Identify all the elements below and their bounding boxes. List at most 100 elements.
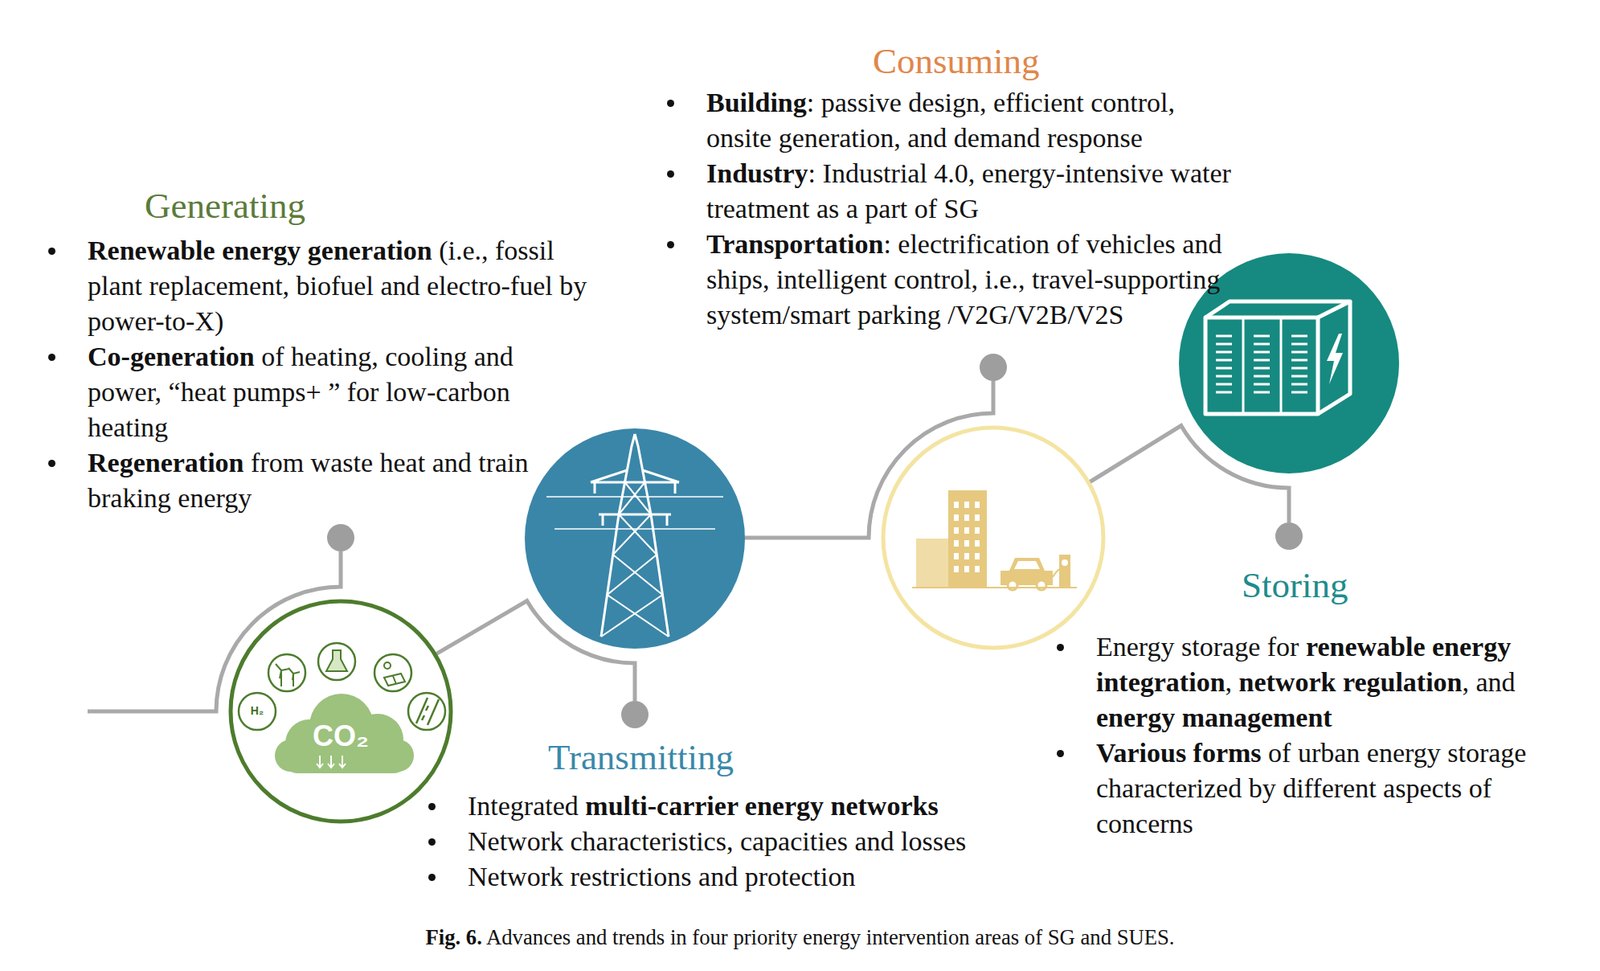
container-icon xyxy=(1205,301,1351,414)
mini-icon-circle xyxy=(318,642,356,680)
container-stripe xyxy=(1215,343,1232,346)
bullet-item: Building: passive design, efficient cont… xyxy=(706,85,1233,156)
pylon-icon xyxy=(546,433,724,637)
bullet-dot xyxy=(667,241,675,249)
charger-cable xyxy=(1052,568,1060,577)
building-window xyxy=(974,514,980,521)
container-stripe xyxy=(1291,391,1308,394)
bullet-text: Network restrictions and protection xyxy=(467,859,1047,895)
pin-dot xyxy=(1275,522,1303,550)
bullet-item: Integrated multi-carrier energy networks xyxy=(467,788,1047,824)
building-window xyxy=(964,565,970,573)
bullet-text: Network characteristics, capacities and … xyxy=(467,823,1047,860)
text-run: Network characteristics, capacities and … xyxy=(467,826,966,856)
container-stripe xyxy=(1291,367,1308,370)
wind-turbine-icon xyxy=(275,663,300,687)
building-window xyxy=(964,514,970,521)
down-arrow xyxy=(339,755,346,768)
bullet-dot xyxy=(428,873,436,881)
building-window xyxy=(974,552,980,560)
building-window xyxy=(974,565,980,573)
text-run: network regulation xyxy=(1239,667,1463,697)
mini-icon-circle xyxy=(408,692,446,730)
pylon-lattice xyxy=(613,514,657,555)
building-window xyxy=(964,501,970,508)
container-divider xyxy=(1243,317,1281,414)
building-window xyxy=(953,552,959,560)
text-run: Industry xyxy=(706,158,809,189)
bullet-dot xyxy=(1056,643,1064,651)
car-wheel xyxy=(1007,580,1018,590)
container-stripe xyxy=(1215,367,1232,370)
generating-circle xyxy=(230,601,451,822)
building-tall xyxy=(948,490,987,588)
container-stripe xyxy=(1215,359,1232,362)
bullet-item: Transportation: electrification of vehic… xyxy=(706,226,1233,333)
text-run: , and xyxy=(1462,667,1516,697)
bullet-text: Transportation: electrification of vehic… xyxy=(706,226,1233,333)
building-window xyxy=(953,514,959,521)
text-run: Transportation xyxy=(706,229,884,259)
bullet-dot xyxy=(428,838,436,846)
text-run: Network restrictions and protection xyxy=(467,861,856,892)
container-side xyxy=(1317,301,1351,414)
text-run: Regeneration xyxy=(87,447,245,478)
bullet-dot xyxy=(48,247,56,255)
bullet-list: Renewable energy generation (i.e., fossi… xyxy=(87,233,602,516)
container-stripe xyxy=(1215,383,1232,386)
icon-text: H₂ xyxy=(250,704,264,717)
container-stripe xyxy=(1215,391,1232,394)
bullet-dot xyxy=(1056,749,1064,758)
text-run: , xyxy=(1225,667,1240,697)
pin-dot xyxy=(621,700,649,729)
building-window xyxy=(974,540,980,547)
building-window xyxy=(953,565,959,573)
text-run: Advances and trends in four priority ene… xyxy=(482,924,1175,950)
bullet-text: Building: passive design, efficient cont… xyxy=(706,85,1233,156)
container-stripe xyxy=(1291,343,1308,346)
charger-light xyxy=(1061,559,1069,566)
container-stripe xyxy=(1253,351,1270,354)
text-run: Fig. 6. xyxy=(425,924,482,950)
transmitting-circle xyxy=(524,428,745,649)
bullet-dot xyxy=(667,99,675,107)
building-window xyxy=(953,540,959,547)
co2-cloud xyxy=(274,693,414,774)
bullet-dot xyxy=(48,353,56,361)
bullet-item: Network characteristics, capacities and … xyxy=(467,823,1047,860)
lightning-bolt xyxy=(1326,333,1343,385)
building-short xyxy=(916,538,950,588)
section-heading: Transmitting xyxy=(548,734,734,780)
sun-icon xyxy=(384,662,391,669)
pin-dot xyxy=(979,353,1007,381)
bullet-item: Network restrictions and protection xyxy=(467,859,1047,895)
mini-icon-circle xyxy=(238,692,276,730)
down-arrow xyxy=(327,755,335,768)
pylon-lattice xyxy=(618,482,651,515)
bullet-list: Building: passive design, efficient cont… xyxy=(706,85,1233,333)
container-stripe xyxy=(1215,375,1232,378)
text-run: multi-carrier energy networks xyxy=(585,790,938,821)
container-stripe xyxy=(1253,375,1270,378)
bullet-item: Co-generation of heating, cooling and po… xyxy=(87,339,570,446)
container-stripe xyxy=(1253,367,1270,370)
text-run: Co-generation xyxy=(87,341,255,372)
container-stripe xyxy=(1215,351,1232,354)
cloud-puff xyxy=(309,693,374,758)
container-stripe xyxy=(1291,359,1308,362)
bullet-text: Renewable energy generation (i.e., fossi… xyxy=(87,233,602,340)
figure-caption: Fig. 6. Advances and trends in four prio… xyxy=(0,922,1600,952)
pylon-arm xyxy=(590,470,680,515)
building-window xyxy=(964,527,970,534)
mini-icon-circle xyxy=(268,654,306,692)
section-heading: Storing xyxy=(1241,562,1349,608)
bullet-list: Energy storage for renewable energy inte… xyxy=(1096,629,1567,842)
text-run: Renewable energy generation xyxy=(87,235,433,266)
container-stripe xyxy=(1215,335,1232,338)
building-window xyxy=(974,501,980,508)
container-top xyxy=(1205,301,1351,318)
container-stripe xyxy=(1291,351,1308,354)
text-run: Building xyxy=(706,87,807,118)
container-front xyxy=(1205,317,1318,414)
